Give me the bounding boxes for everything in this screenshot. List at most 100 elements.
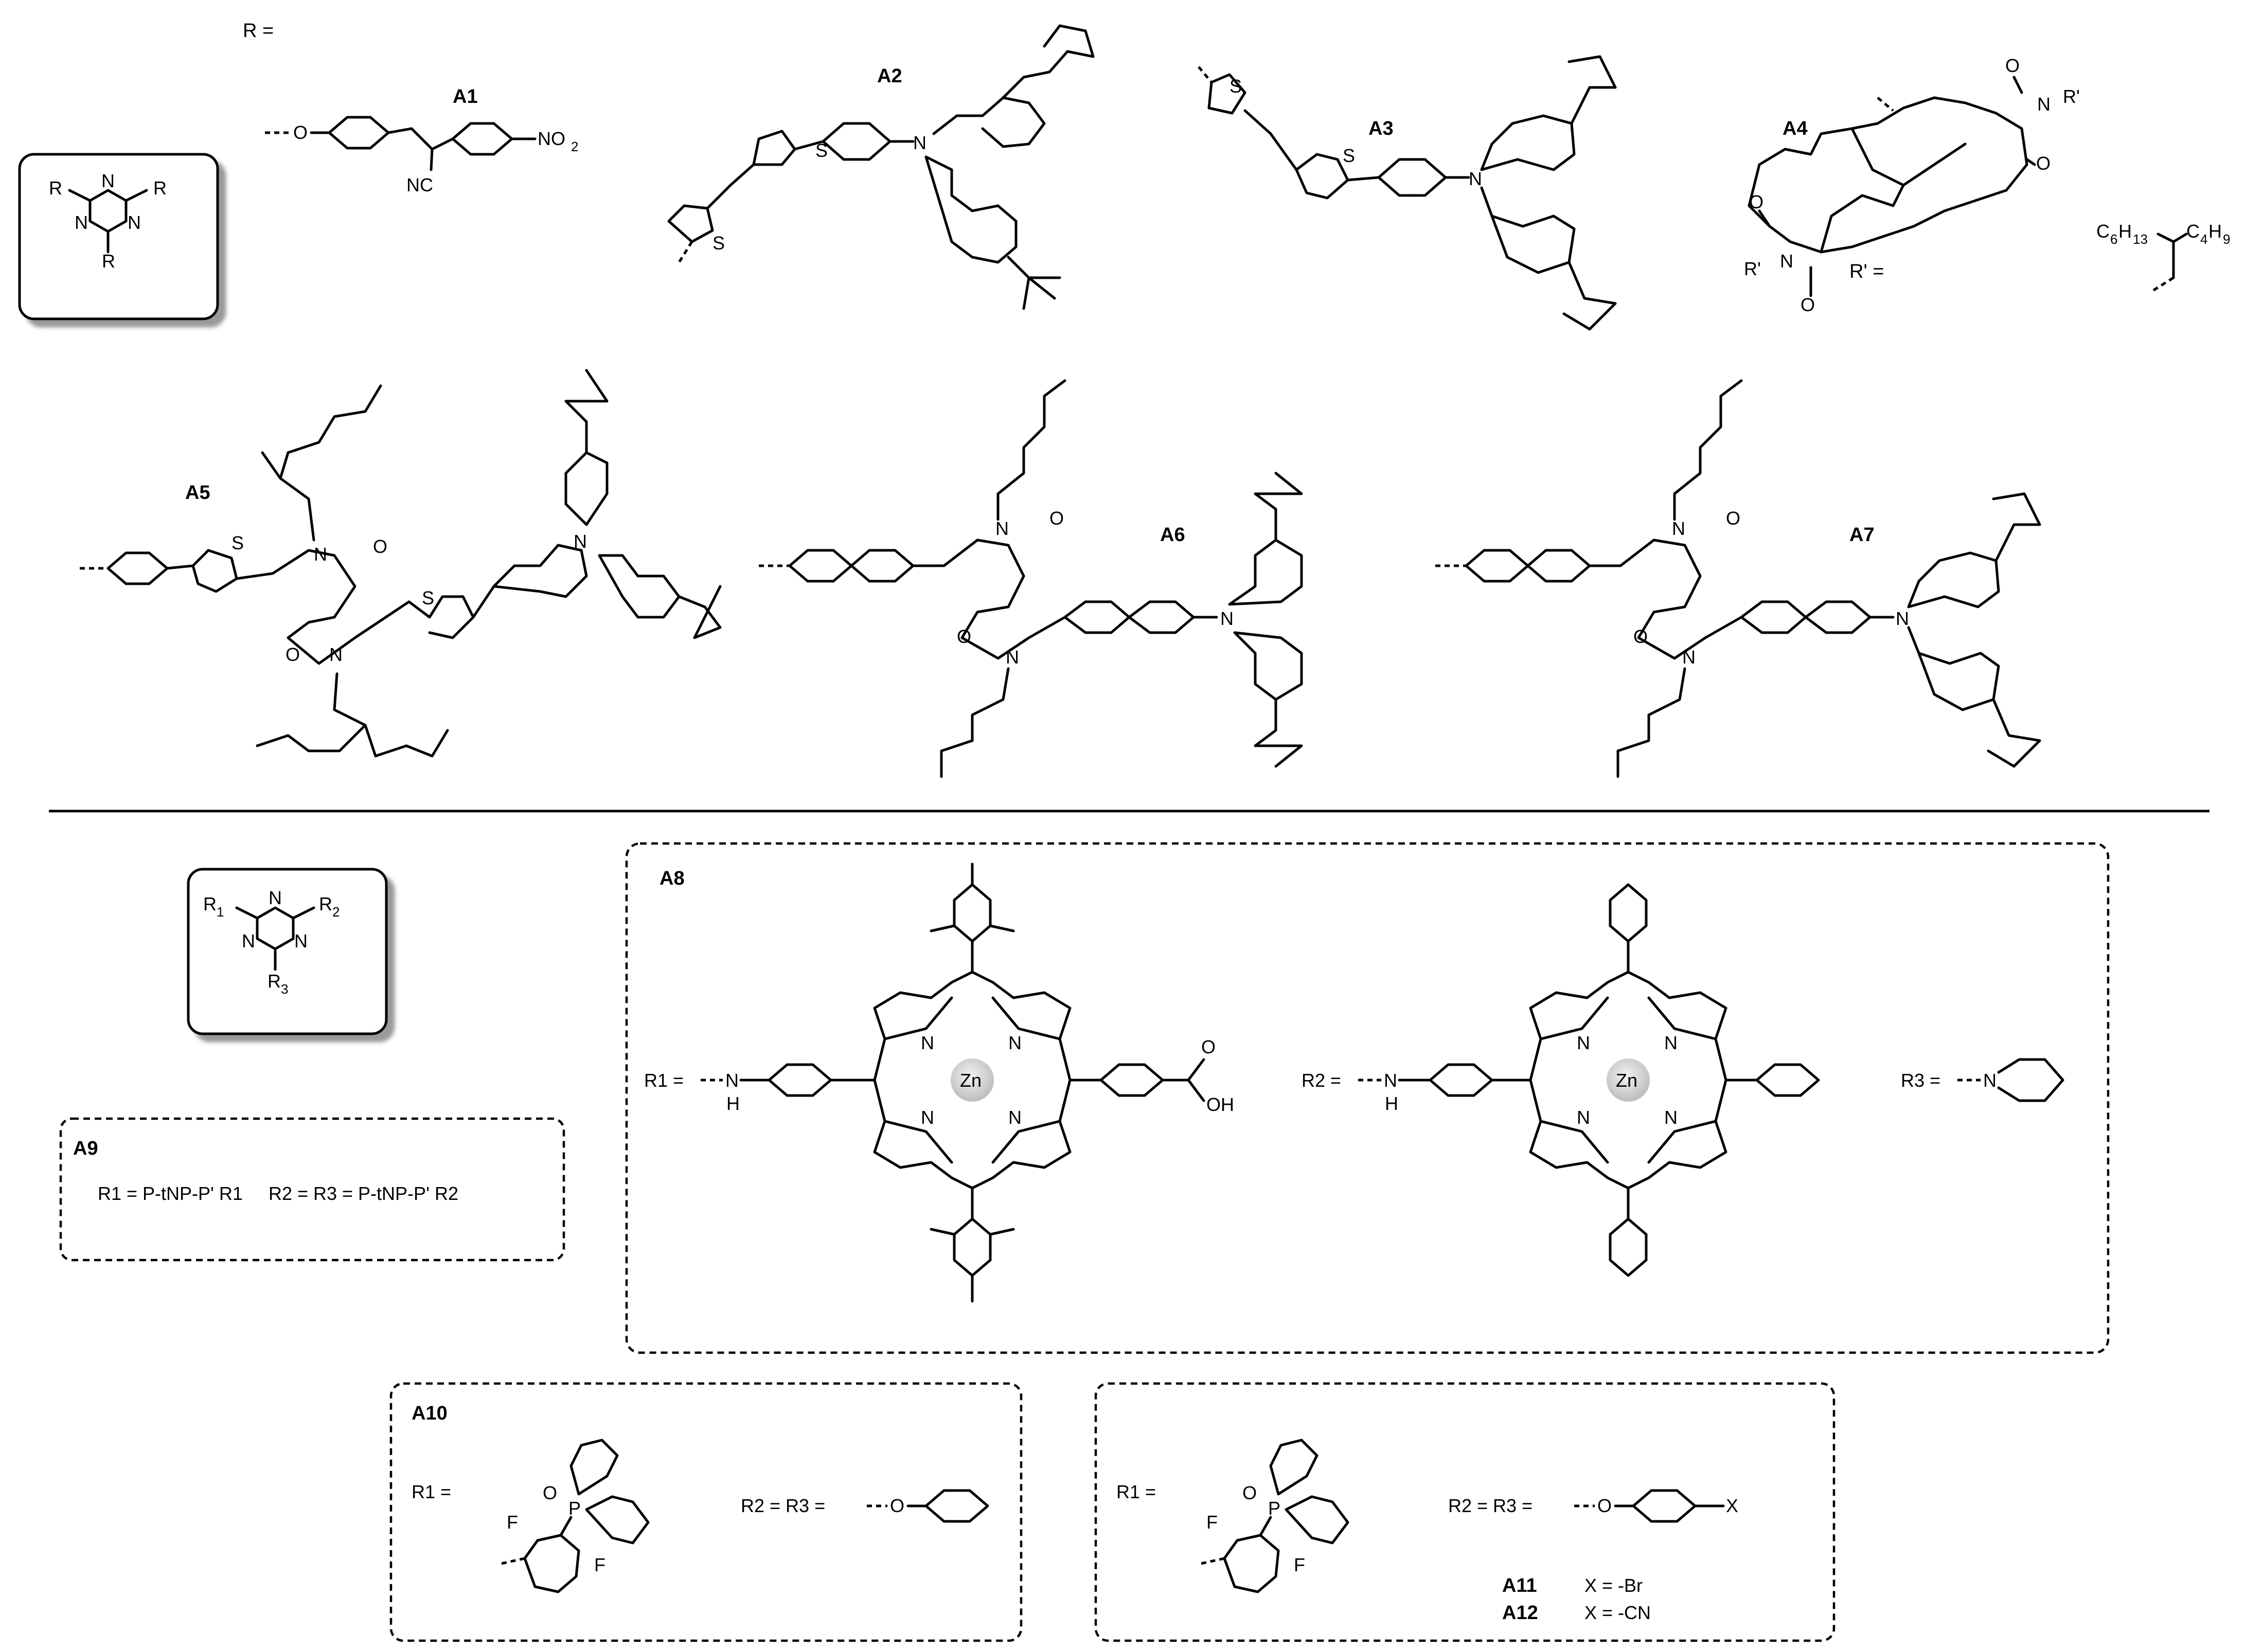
a5-n3: N — [574, 531, 587, 552]
structure-A4: A4 O O O O N N R' R' R' = C 6 H 13 C 4 H… — [1744, 55, 2230, 315]
structure-A10: A10 R1 = F F P O R2 = R3 = O — [389, 1382, 1023, 1642]
core2-r3: R — [268, 971, 281, 992]
a1-nitro: NO — [538, 128, 565, 149]
a1-oxygen: O — [293, 122, 308, 143]
a10-f1: F — [507, 1512, 518, 1533]
a8-p2-n4: N — [1664, 1107, 1678, 1128]
a4-n1: N — [2037, 94, 2051, 115]
structure-A7: A7 N N O O N — [1435, 379, 2041, 778]
a6-n3: N — [1220, 608, 1234, 629]
a5-sulfur-2: S — [422, 587, 434, 608]
a8-p1-n3: N — [921, 1107, 934, 1128]
a8-nh1-h: H — [726, 1093, 740, 1114]
a8-p1-n4: N — [1008, 1107, 1022, 1128]
core2-r2: R — [319, 893, 332, 914]
core-r-bottom: R — [102, 250, 115, 272]
a8-p1-n2: N — [1008, 1032, 1022, 1053]
a8-zn1: Zn — [960, 1070, 982, 1091]
a11-r1-label: R1 = — [1116, 1481, 1156, 1502]
a8-p1-n1: N — [921, 1032, 934, 1053]
a5-sulfur-1: S — [231, 532, 244, 553]
core2-n-top: N — [269, 887, 282, 908]
h13: H — [2118, 221, 2132, 242]
a6-o1: O — [1049, 508, 1064, 529]
h13-sub: 13 — [2133, 231, 2148, 247]
a11-f2: F — [1294, 1554, 1305, 1575]
c6-sub: 6 — [2110, 231, 2117, 247]
label-A7: A7 — [1849, 524, 1875, 546]
a12-x-value: X = -CN — [1584, 1602, 1651, 1623]
core-r-right: R — [153, 177, 167, 199]
a6-n1: N — [995, 518, 1009, 539]
core2-n-left: N — [242, 930, 255, 951]
r-equals-label: R = — [243, 20, 274, 42]
structure-A8: A8 R1 = N H N N N N Zn O OH R2 = N H N N… — [625, 842, 2110, 1354]
structure-A3: A3 S S N — [1198, 55, 1617, 331]
core2-r3-sub: 3 — [281, 981, 288, 997]
a8-p2-n3: N — [1577, 1107, 1590, 1128]
structure-A9: A9 R1 = P-tNP-P' R1 R2 = R3 = P-tNP-P' R… — [59, 1117, 565, 1262]
a10-oxygen: O — [543, 1482, 557, 1503]
a5-o2: O — [286, 644, 300, 665]
label-A8: A8 — [660, 868, 685, 889]
a8-zn2: Zn — [1616, 1070, 1637, 1091]
structure-A1: A1 O NC NO 2 — [265, 86, 578, 195]
c4: C — [2186, 221, 2200, 242]
a11-ether-o: O — [1597, 1495, 1612, 1516]
zn-atom-1 — [951, 1058, 994, 1102]
a11-f1: F — [1206, 1512, 1218, 1533]
a4-n2: N — [1780, 250, 1793, 272]
label-A10: A10 — [412, 1403, 448, 1424]
zn-atom-2 — [1607, 1058, 1650, 1102]
label-A11: A11 — [1502, 1575, 1537, 1596]
triazine-core-box: R R R N N N — [18, 153, 219, 320]
a11-x-value: X = -Br — [1584, 1575, 1643, 1596]
core-n-left: N — [75, 212, 88, 233]
structure-A5: A5 S N N O O S N — [80, 369, 722, 758]
a10-r2r3-label: R2 = R3 = — [741, 1495, 825, 1516]
a10-phosphorus: P — [568, 1498, 581, 1519]
a3-sulfur-2: S — [1343, 145, 1355, 166]
a10-ether-o: O — [890, 1495, 904, 1516]
a2-nitrogen: N — [913, 132, 926, 153]
a2-sulfur-1: S — [712, 232, 725, 254]
a3-sulfur-1: S — [1229, 76, 1242, 97]
a6-o2: O — [957, 626, 971, 647]
label-A9: A9 — [73, 1138, 98, 1159]
a8-hydroxyl: OH — [1206, 1094, 1234, 1115]
triazine-core-box-2: R 1 R 2 R 3 N N N — [187, 868, 388, 1035]
structure-A2: A2 S S N — [667, 24, 1095, 310]
a7-o2: O — [1633, 626, 1648, 647]
a4-rprime-2: R' — [1744, 258, 1761, 279]
core-n-top: N — [101, 170, 115, 191]
h9: H — [2208, 221, 2222, 242]
a10-f2: F — [594, 1554, 605, 1575]
label-A5: A5 — [185, 482, 210, 504]
a5-o1: O — [373, 536, 387, 557]
core2-r2-sub: 2 — [332, 904, 340, 920]
structure-A6: A6 N N O O N — [759, 379, 1303, 778]
a6-n2: N — [1006, 647, 1019, 668]
a9-definition: R1 = P-tNP-P' R1 R2 = R3 = P-tNP-P' R2 — [98, 1183, 458, 1204]
label-A1: A1 — [453, 86, 478, 107]
a4-o1: O — [2005, 55, 2020, 76]
a4-o2: O — [2036, 153, 2051, 174]
a8-piperidine-n: N — [1983, 1070, 1997, 1091]
a7-n2: N — [1682, 647, 1696, 668]
core2-n-right: N — [294, 930, 308, 951]
a8-p2-n2: N — [1664, 1032, 1678, 1053]
label-A3: A3 — [1368, 118, 1394, 139]
r-prime-equals: R' = — [1849, 261, 1884, 282]
h9-sub: 9 — [2223, 231, 2230, 247]
a8-nh2-h: H — [1385, 1093, 1398, 1114]
a8-nh1-n: N — [725, 1070, 739, 1091]
c4-sub: 4 — [2200, 231, 2207, 247]
a7-o1: O — [1726, 508, 1740, 529]
label-A12: A12 — [1502, 1602, 1538, 1624]
a8-p2-n1: N — [1577, 1032, 1590, 1053]
core2-r1: R — [203, 893, 217, 914]
structure-A11-A12: R1 = F F P O R2 = R3 = O X A11 X = -Br A… — [1094, 1382, 1836, 1642]
a8-carbonyl-o: O — [1201, 1036, 1216, 1057]
core2-r1-sub: 1 — [217, 904, 224, 920]
a5-n1: N — [314, 544, 327, 565]
